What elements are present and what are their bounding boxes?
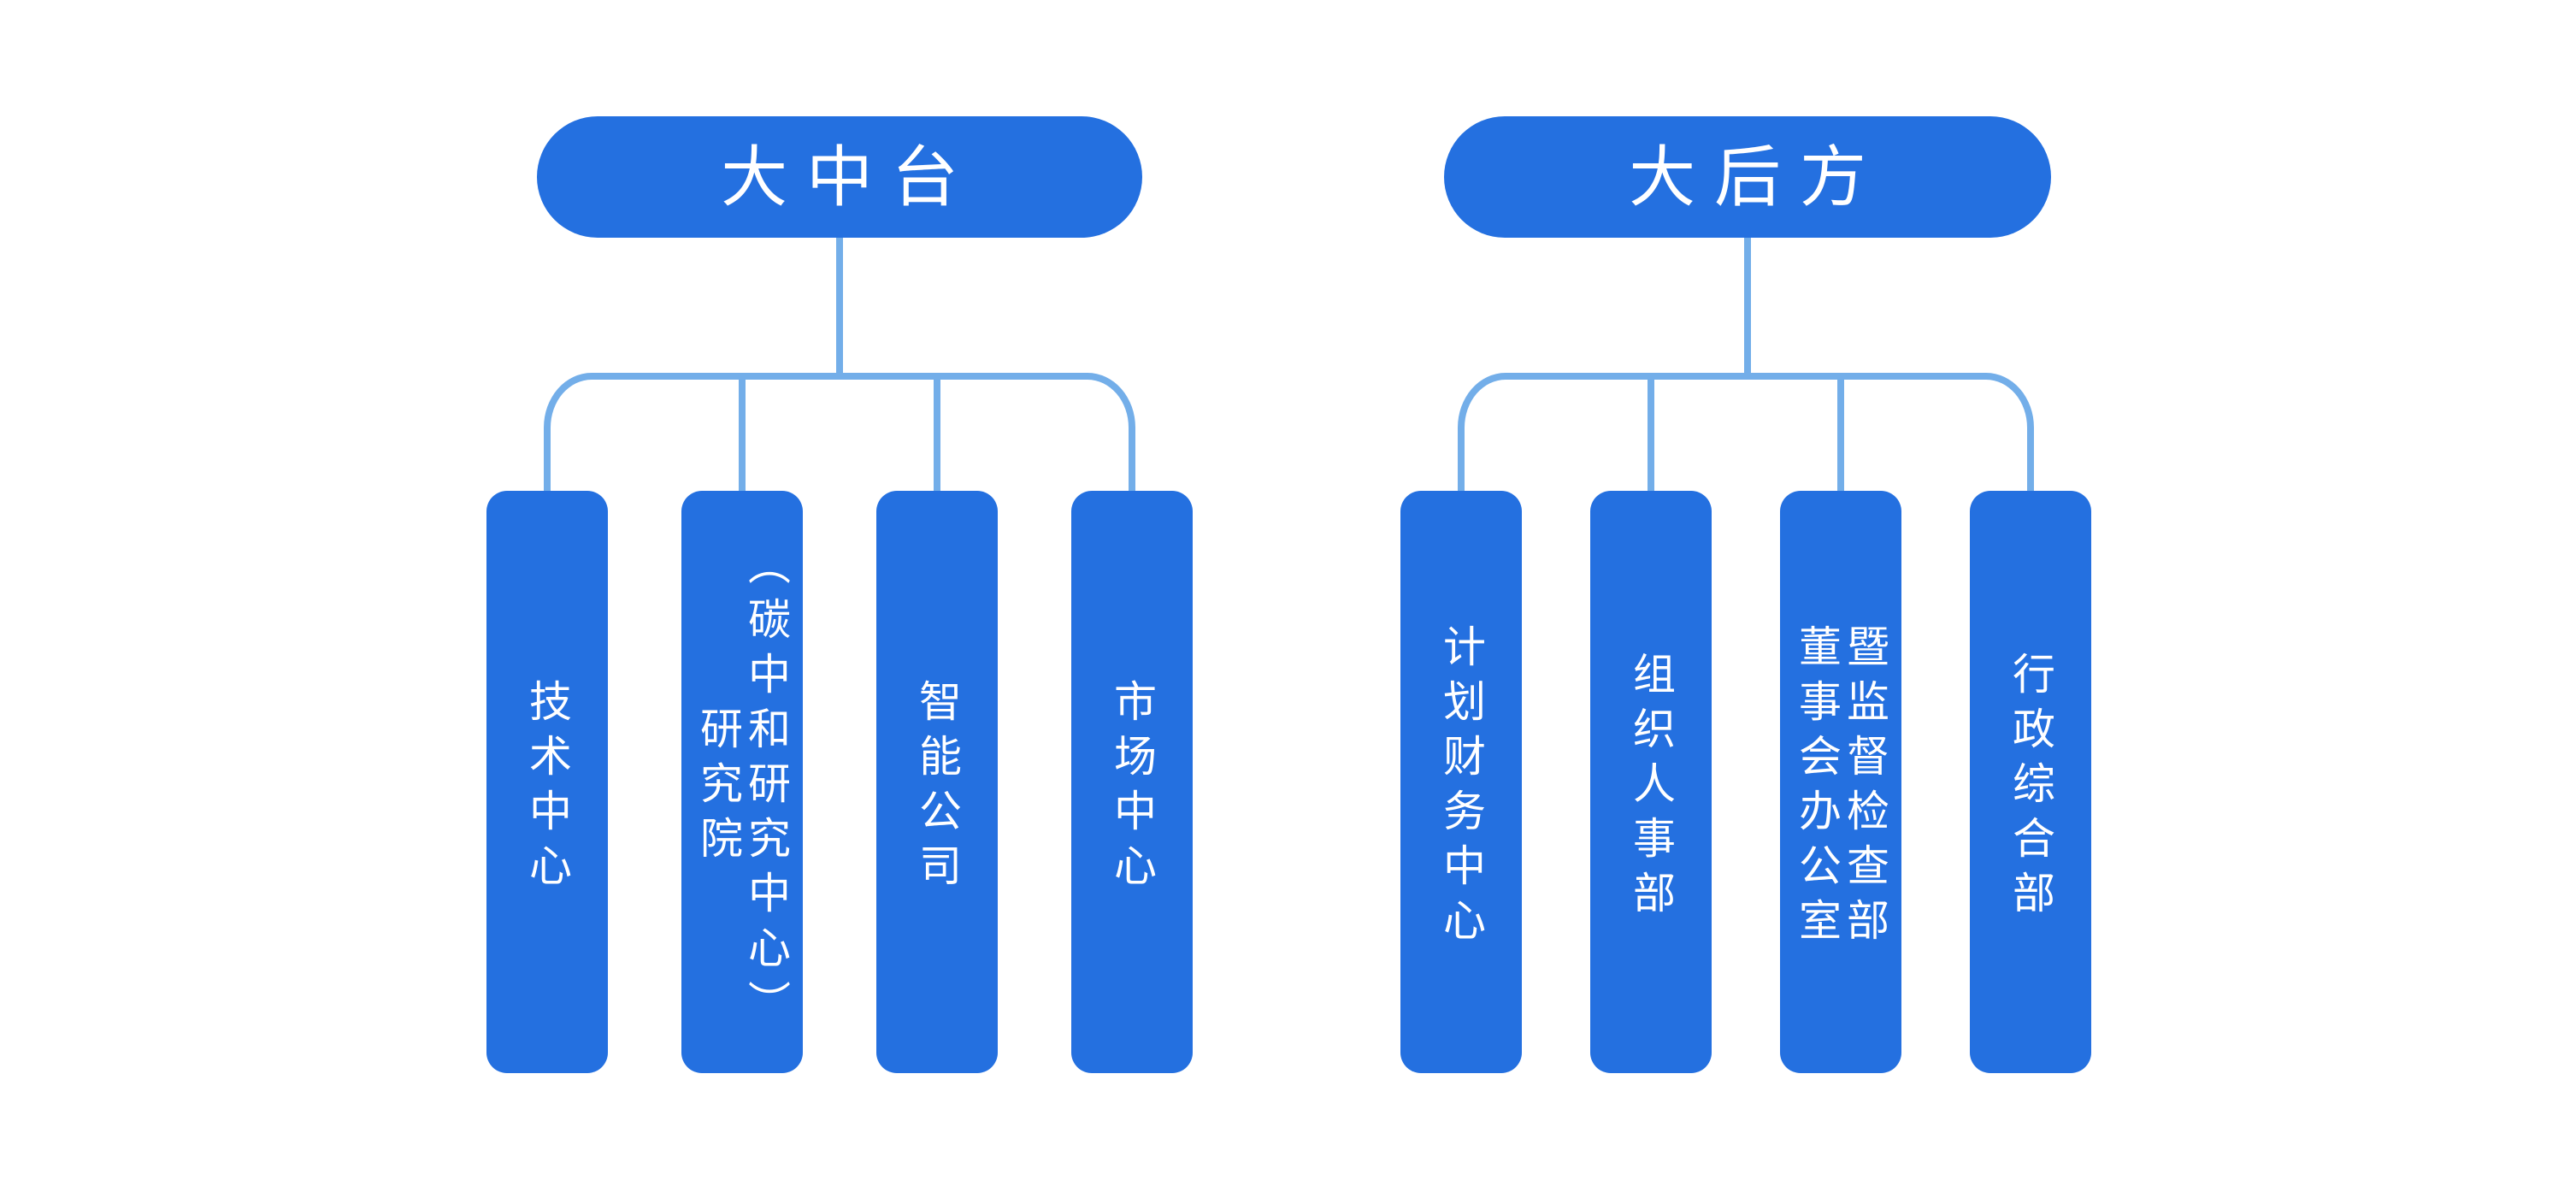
root-node-label: 大中台 — [721, 139, 977, 215]
root-node-middle-platform[interactable]: 大中台 — [537, 116, 1142, 238]
org-node-research-institute[interactable]: 研究院 （碳中和研究中心） — [681, 491, 803, 1073]
node-label-line: （碳中和研究中心） — [742, 541, 790, 1035]
node-label: 组织人事部 — [1627, 651, 1675, 925]
connector-drop — [739, 376, 746, 491]
org-node-organization-hr-department[interactable]: 组织人事部 — [1590, 491, 1712, 1073]
org-node-intelligent-company[interactable]: 智能公司 — [876, 491, 998, 1073]
node-label: 技术中心 — [523, 678, 571, 898]
node-label: 市场中心 — [1108, 678, 1156, 898]
org-node-technology-center[interactable]: 技术中心 — [486, 491, 608, 1073]
node-label: 智能公司 — [913, 678, 961, 898]
connector-drop — [1648, 376, 1654, 491]
node-label-line: 研究院 — [694, 705, 742, 870]
connector-drop — [934, 376, 940, 491]
node-label: 行政综合部 — [2007, 651, 2054, 925]
connector-stem — [836, 238, 843, 380]
connector-drop — [1837, 376, 1844, 491]
node-label-line: 暨监督检查部 — [1841, 623, 1889, 953]
org-node-administration-general-department[interactable]: 行政综合部 — [1970, 491, 2091, 1073]
node-label-line: 董事会办公室 — [1793, 623, 1841, 953]
connector-rail — [544, 373, 1135, 491]
org-node-market-center[interactable]: 市场中心 — [1071, 491, 1193, 1073]
org-node-planning-finance-center[interactable]: 计划财务中心 — [1400, 491, 1522, 1073]
root-node-label: 大后方 — [1629, 139, 1885, 215]
root-node-rear-support[interactable]: 大后方 — [1444, 116, 2051, 238]
connector-stem — [1744, 238, 1751, 380]
connector-rail — [1458, 373, 2034, 491]
org-node-board-office-supervision[interactable]: 董事会办公室 暨监督检查部 — [1780, 491, 1901, 1073]
node-label: 计划财务中心 — [1437, 623, 1485, 953]
